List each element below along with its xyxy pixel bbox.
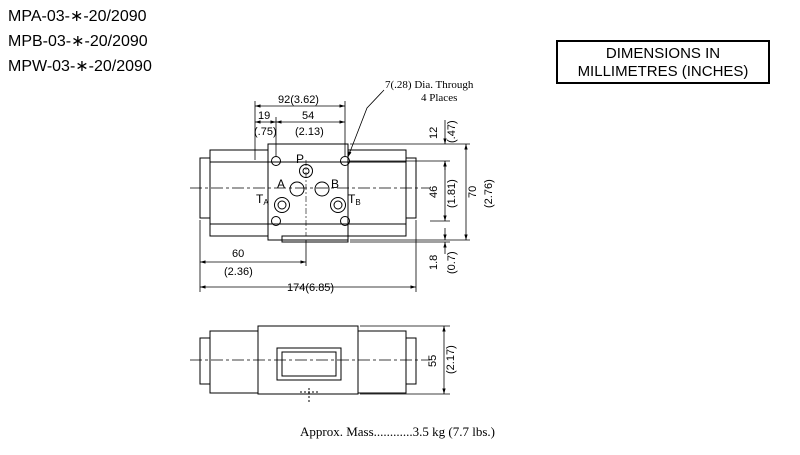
name-plate: [276, 347, 342, 381]
dim-55: 55: [427, 355, 439, 367]
port-ta: [274, 197, 290, 213]
dim-174: 174(6.85): [287, 282, 334, 294]
mass-note: Approx. Mass............3.5 kg (7.7 lbs.…: [300, 424, 495, 439]
side-left-end-cap: [199, 337, 211, 385]
port-b: [314, 181, 330, 197]
units-note-box: DIMENSIONS IN MILLIMETRES (INCHES): [556, 40, 770, 84]
dim-19-in: (.75): [254, 126, 277, 138]
port-a: [289, 181, 305, 197]
port-label-p: P: [296, 152, 304, 166]
units-note-line-1: DIMENSIONS IN: [605, 45, 721, 62]
dim-1-8-in: (0.7): [446, 251, 458, 274]
mount-hole-2: [340, 156, 350, 166]
top-view: [190, 143, 430, 243]
dim-92: 92(3.62): [278, 94, 319, 106]
port-label-tb: TB: [348, 192, 361, 207]
dim-12-in: (.47): [446, 120, 458, 143]
dim-55-in: (2.17): [445, 345, 457, 374]
side-right-end-cap: [405, 337, 417, 385]
side-left-housing: [209, 330, 259, 394]
model-mpw: MPW-03-∗-20/2090: [8, 58, 152, 75]
dim-12: 12: [428, 127, 440, 139]
dimension-labels: 92(3.62) 19 (.75) 54 (2.13) 12 (.47) 46 …: [224, 79, 495, 374]
port-label-ta: TA: [256, 192, 269, 207]
bottom-flange: [281, 235, 349, 243]
mount-hole-3: [271, 216, 281, 226]
dim-60-in: (2.36): [224, 266, 253, 278]
model-mpa: MPA-03-∗-20/2090: [8, 8, 147, 25]
dim-46-in: (1.81): [446, 179, 458, 208]
dim-19: 19: [258, 110, 270, 122]
port-labels: P A B TA TB: [256, 152, 361, 207]
dim-60: 60: [232, 248, 244, 260]
hole-note-line-2: 4 Places: [421, 92, 457, 104]
dimension-lines: [199, 89, 470, 395]
mount-hole-4: [340, 216, 350, 226]
dim-1-8: 1.8: [428, 255, 440, 270]
mount-hole-1: [271, 156, 281, 166]
port-tb: [330, 197, 346, 213]
dim-46: 46: [428, 186, 440, 198]
units-note-line-2: MILLIMETRES (INCHES): [577, 63, 749, 80]
side-right-housing: [357, 330, 407, 394]
port-label-a: A: [277, 177, 285, 191]
right-housing: [347, 149, 407, 237]
dim-54: 54: [302, 110, 314, 122]
model-mpb: MPB-03-∗-20/2090: [8, 33, 148, 50]
side-view: [190, 325, 430, 402]
dim-70: 70: [467, 186, 479, 198]
dim-54-in: (2.13): [295, 126, 324, 138]
center-body: [267, 143, 349, 241]
dim-70-in: (2.76): [483, 179, 495, 208]
hole-note-line-1: 7(.28) Dia. Through: [385, 79, 474, 91]
model-list: MPA-03-∗-20/2090 MPB-03-∗-20/2090 MPW-03…: [8, 4, 152, 79]
port-label-b: B: [331, 177, 339, 191]
